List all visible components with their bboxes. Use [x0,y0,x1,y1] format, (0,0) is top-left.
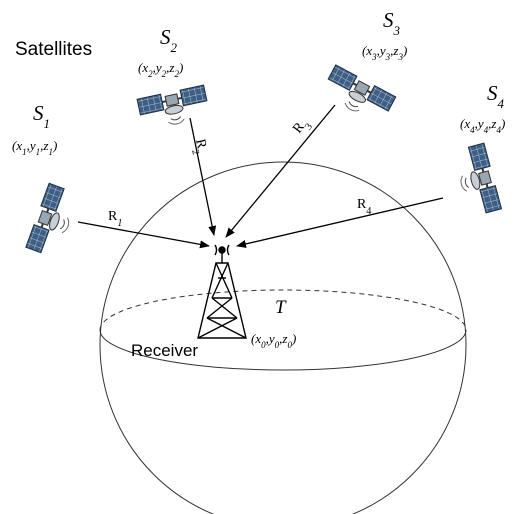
range-arrow-r3 [225,104,336,238]
satellite-s3: S3 (x3,y3,z3) [319,8,407,127]
satellites-title: Satellites [15,39,92,60]
satellite-s1-label: S1 [33,101,50,131]
range-label-r4: R4 [357,197,371,217]
satellite-s2-icon [136,84,212,132]
satellite-s1: S1 (x1,y1,z1) [12,101,81,260]
target-label: T [275,297,287,318]
receiver-tower-icon [197,244,247,339]
satellite-s3-icon [319,63,397,127]
satellite-s1-icon [24,182,81,260]
equator-front [99,329,467,371]
earth-sphere [99,161,467,514]
range-arrows [77,104,444,249]
satellite-s4-label: S4 [487,81,505,111]
satellite-s4: S4 (x4,y4,z4) [451,81,505,219]
range-label-r1: R1 [108,209,122,229]
satellite-s2-coords: (x2,y2,z2) [138,60,183,79]
satellite-s1-coords: (x1,y1,z1) [12,138,57,157]
equator-back [99,289,467,331]
range-label-r3: R3 [290,116,314,139]
satellite-s3-label: S3 [383,8,401,38]
satellite-s2: S2 (x2,y2,z2) [136,25,212,132]
range-arrow-r4 [236,197,444,248]
receiver-label: Receiver [131,341,198,360]
satellite-s4-coords: (x4,y4,z4) [460,116,505,135]
satellite-s2-label: S2 [160,25,178,55]
satellite-s4-icon [451,142,503,219]
range-arrow-r1 [77,221,210,249]
earth-outline [99,161,467,514]
target-coords: (x0,y0,z0) [251,331,296,350]
range-label-r2: R2 [188,138,210,156]
satellite-s3-coords: (x3,y3,z3) [362,43,407,62]
range-arrow-r2 [189,117,217,236]
